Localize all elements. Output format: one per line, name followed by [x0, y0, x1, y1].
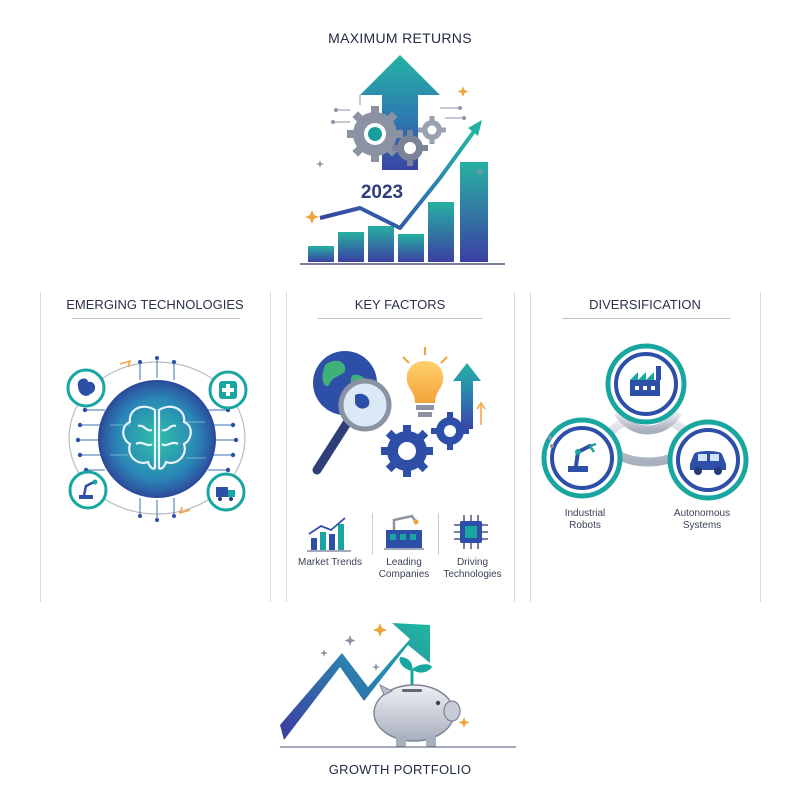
divider-line: [286, 292, 287, 602]
key-factors-illustration: [312, 347, 486, 477]
trend-chart-icon: [307, 517, 351, 552]
title-underline: [72, 318, 240, 319]
industrial-robots-label: Industrial Robots: [548, 508, 622, 532]
robot-arm-icon: [541, 417, 623, 499]
brain-chip-icon: [98, 380, 216, 498]
market-trends-label-text: Market Trends: [298, 557, 362, 568]
growth-portfolio-illustration: [280, 623, 516, 748]
up-arrow-icon: [453, 363, 486, 429]
magnifier-icon: [312, 378, 392, 475]
gear-icon: [392, 130, 428, 166]
growth-portfolio-title: GROWTH PORTFOLIO: [328, 762, 472, 777]
trend-line-icon: [319, 120, 482, 230]
factory-robot-icon: [384, 514, 424, 550]
gear-icon: [418, 116, 446, 144]
robot-arm-icon: [68, 470, 108, 510]
autonomous-systems-label: Autonomous Systems: [662, 508, 742, 532]
year-label: 2023: [361, 182, 403, 203]
emerging-technologies-title: EMERGING TECHNOLOGIES: [66, 297, 244, 312]
leading-label-line2: Companies: [378, 569, 430, 580]
driving-technologies-label: Driving Technologies: [435, 557, 510, 581]
delivery-truck-icon: [206, 472, 246, 512]
lightbulb-icon: [402, 347, 448, 417]
ai-brain-icon: [122, 405, 192, 470]
diversification-illustration: [541, 343, 749, 501]
industrial-label-line1: Industrial: [564, 508, 606, 519]
leading-companies-label: Leading Companies: [368, 557, 440, 581]
factory-icon: [605, 343, 687, 425]
brain-chip-icon: [66, 368, 106, 408]
car-icon: [667, 419, 749, 501]
title-underline: [318, 318, 482, 319]
industrial-label-line2: Robots: [569, 520, 601, 531]
maximum-returns-title: MAXIMUM RETURNS: [328, 30, 472, 46]
key-factors-title: KEY FACTORS: [354, 297, 446, 312]
gear-icon: [347, 106, 403, 162]
gear-icon: [381, 425, 433, 477]
gear-icon: [431, 412, 469, 450]
sprout-icon: [399, 657, 432, 685]
maximum-returns-illustration: 2023: [300, 55, 505, 265]
divider-line: [270, 292, 271, 602]
leading-label-line1: Leading: [386, 557, 422, 568]
divider-line: [530, 292, 531, 602]
divider-line: [760, 292, 761, 602]
microchip-icon: [454, 515, 488, 549]
diversification-title: DIVERSIFICATION: [589, 297, 701, 312]
driving-label-line2: Technologies: [443, 569, 502, 580]
autonomous-label-line2: Systems: [682, 520, 722, 531]
piggy-bank-icon: [373, 683, 461, 747]
driving-label-line1: Driving: [456, 557, 489, 568]
title-underline: [562, 318, 730, 319]
upward-arrow-icon: [360, 55, 440, 170]
market-trends-label: Market Trends: [290, 557, 370, 569]
growth-arrow-icon: [280, 623, 430, 740]
bar-chart-icon: [308, 162, 488, 262]
divider-line: [40, 292, 41, 602]
divider-line: [514, 292, 515, 602]
autonomous-label-line1: Autonomous: [673, 508, 731, 519]
medical-cross-icon: [208, 370, 248, 410]
emerging-technologies-illustration: [66, 356, 248, 522]
divider-line: [372, 513, 373, 555]
divider-line: [438, 513, 439, 555]
